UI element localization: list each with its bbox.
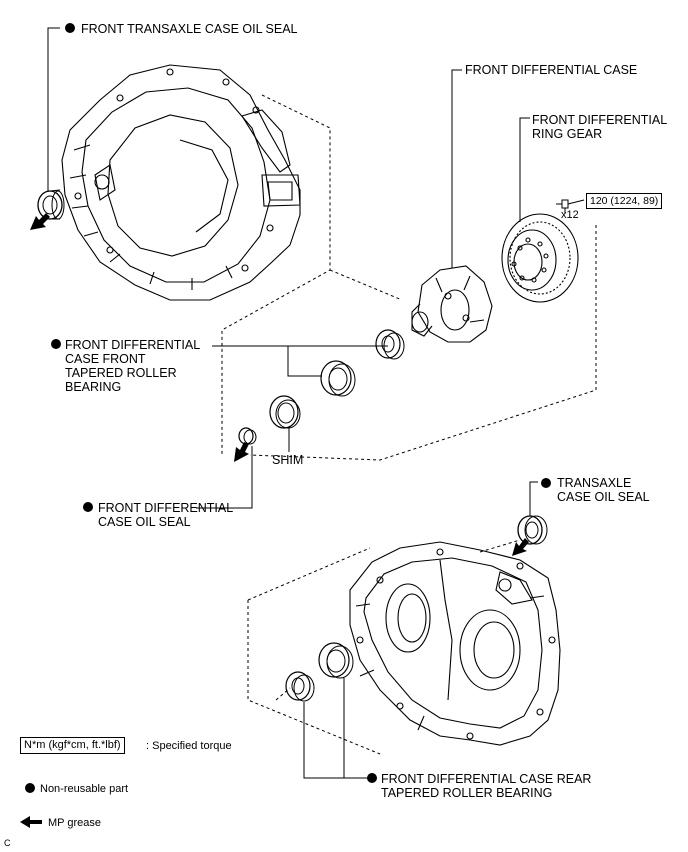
torque-spec-box: 120 (1224, 89) (586, 193, 663, 209)
bolt-count: x12 (561, 209, 579, 221)
assembly-outline-lower (247, 539, 521, 755)
label-front-diff-oil-seal-line1: FRONT DIFFERENTIAL (98, 501, 234, 515)
leader-ring-gear (519, 117, 530, 222)
leader-transaxle-seal (529, 481, 538, 516)
legend-non-reusable: Non-reusable part (40, 783, 129, 795)
front-bearing-part (375, 329, 405, 360)
front-bearing-race-part (320, 360, 356, 397)
non-reusable-dot-icon (65, 23, 75, 33)
label-front-bearing-line1: FRONT DIFFERENTIAL (65, 338, 201, 352)
figure-code: C (4, 838, 11, 848)
front-transaxle-case (61, 64, 301, 301)
front-diff-oil-seal-part (238, 427, 257, 445)
label-rear-bearing-line2: TAPERED ROLLER BEARING (381, 786, 553, 800)
leader-front-diff-seal (196, 446, 253, 509)
assembly-outline-upper (221, 94, 597, 461)
shim-part (269, 395, 301, 429)
non-reusable-dot-icon (51, 339, 61, 349)
leader-torque (567, 199, 585, 205)
leader-rear-bearing (303, 678, 372, 779)
non-reusable-dot-icon (367, 773, 377, 783)
ring-gear-part (501, 213, 579, 303)
legend-torque-unit: N*m (kgf*cm, ft.*lbf) (20, 737, 125, 754)
legend-torque-desc: : Specified torque (146, 740, 232, 752)
non-reusable-dot-icon (541, 478, 551, 488)
label-rear-bearing-line1: FRONT DIFFERENTIAL CASE REAR (381, 772, 592, 786)
label-front-bearing-line2: CASE FRONT (65, 352, 146, 366)
label-shim: SHIM (272, 453, 304, 467)
rear-bearing-race-part (318, 642, 354, 679)
non-reusable-dot-icon (83, 502, 93, 512)
non-reusable-dot-icon (25, 783, 35, 793)
front-differential-case-part (411, 265, 493, 343)
label-transaxle-oil-seal-line1: TRANSAXLE (557, 476, 632, 490)
label-front-diff-oil-seal-line2: CASE OIL SEAL (98, 515, 191, 529)
mp-grease-arrow-icon (234, 442, 249, 462)
front-transaxle-oil-seal (37, 189, 65, 220)
label-front-transaxle-case-oil-seal: FRONT TRANSAXLE CASE OIL SEAL (81, 22, 298, 36)
label-ring-gear-line2: RING GEAR (532, 127, 603, 141)
leader-front-bearing (212, 345, 388, 377)
rear-bearing-part (285, 671, 315, 702)
transaxle-case (349, 541, 561, 746)
label-ring-gear-line1: FRONT DIFFERENTIAL (532, 113, 668, 127)
label-front-bearing-line3: TAPERED ROLLER (65, 366, 177, 380)
mp-grease-arrow-icon (20, 816, 42, 828)
label-front-differential-case: FRONT DIFFERENTIAL CASE (465, 63, 638, 77)
label-front-bearing-line4: BEARING (65, 380, 122, 394)
transaxle-oil-seal-part (517, 515, 548, 545)
leader-front-transaxle-seal (47, 27, 60, 192)
legend-mp-grease: MP grease (48, 817, 101, 829)
mp-grease-arrow-icon (512, 538, 529, 556)
mp-grease-arrow-icon (30, 213, 50, 230)
label-transaxle-oil-seal-line2: CASE OIL SEAL (557, 490, 650, 504)
leader-differential-case (451, 69, 462, 268)
